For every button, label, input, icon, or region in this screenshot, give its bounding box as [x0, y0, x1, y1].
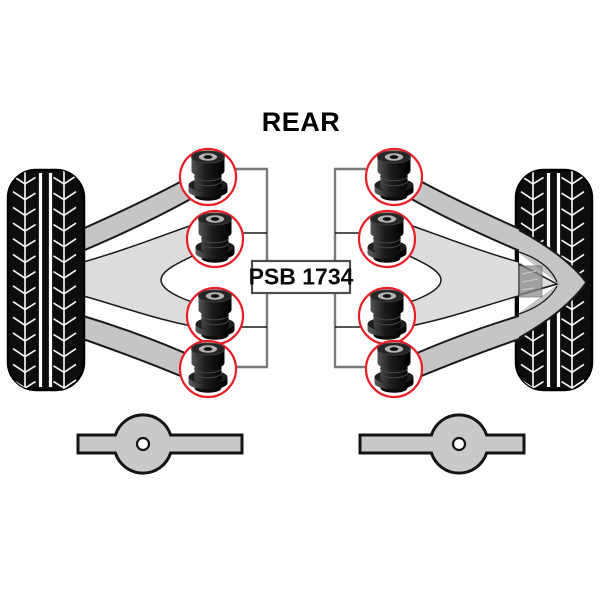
right-trailing-arm-icon [358, 413, 526, 475]
diagram-title: REAR [262, 107, 341, 137]
right-arm-body [381, 217, 523, 331]
left-arm-body [79, 217, 221, 331]
right-arm-apex [518, 229, 587, 339]
left-tire-icon [6, 168, 86, 392]
right-control-arm-icon [381, 168, 523, 385]
part-number-label: PSB 1734 [249, 264, 354, 290]
left-control-arm-icon [79, 168, 221, 385]
part-number-box: PSB 1734 [249, 259, 354, 295]
left-trailing-arm-icon [76, 413, 244, 475]
arm-tire-overlap [518, 265, 543, 298]
